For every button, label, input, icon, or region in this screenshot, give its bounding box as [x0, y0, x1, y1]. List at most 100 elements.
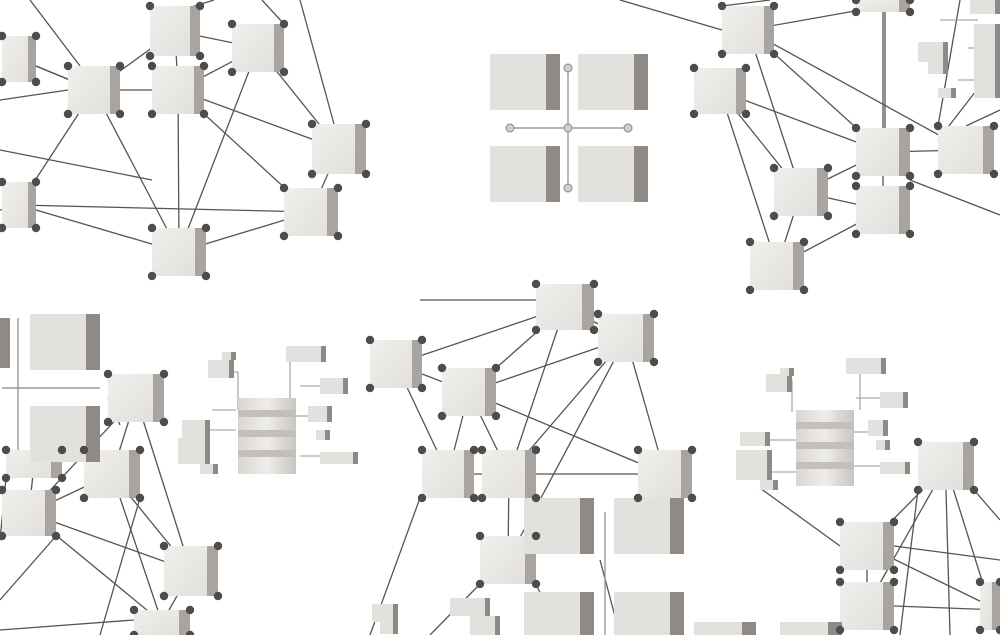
panel-tile-icon — [524, 592, 594, 635]
cube-node-icon — [694, 68, 746, 114]
tile-face — [938, 88, 956, 98]
small-tile-icon — [372, 604, 398, 622]
tile-side — [393, 604, 398, 622]
corner-dot-icon — [687, 445, 697, 455]
node-face — [150, 6, 190, 56]
cube-node-icon — [150, 6, 200, 56]
corner-dot-icon — [147, 61, 157, 71]
corner-dot-icon — [79, 493, 89, 503]
corner-dot-icon — [475, 531, 485, 541]
edge-line — [747, 29, 967, 151]
panel-side — [546, 54, 560, 110]
corner-dot-icon — [199, 61, 209, 71]
small-tile-icon — [880, 392, 908, 408]
junction-dot-icon — [505, 123, 515, 133]
corner-dot-icon — [333, 231, 343, 241]
corner-dot-icon — [649, 309, 659, 319]
corner-dot-icon — [687, 493, 697, 503]
node-face — [370, 340, 412, 388]
edge-line — [0, 149, 153, 181]
tile-side — [321, 346, 326, 362]
edge-line — [93, 89, 180, 253]
node-face — [918, 442, 963, 490]
corner-dot-icon — [307, 119, 317, 129]
node-side — [525, 450, 536, 498]
corner-dot-icon — [717, 49, 727, 59]
corner-dot-icon — [835, 625, 845, 635]
node-face — [164, 546, 207, 596]
small-tile-icon — [766, 374, 792, 392]
corner-dot-icon — [799, 285, 809, 295]
corner-dot-icon — [417, 383, 427, 393]
cube-node-icon — [722, 6, 774, 54]
edge-line — [299, 0, 335, 125]
corner-dot-icon — [135, 493, 145, 503]
small-tile-icon — [182, 420, 210, 438]
corner-dot-icon — [115, 109, 125, 119]
corner-dot-icon — [129, 630, 139, 635]
tile-face — [222, 352, 236, 360]
corner-dot-icon — [989, 121, 999, 131]
tile-side — [943, 42, 948, 62]
cube-node-icon — [482, 450, 536, 498]
tile-face — [308, 406, 332, 422]
small-tile-icon — [736, 450, 772, 480]
corner-dot-icon — [199, 109, 209, 119]
small-tile-icon — [308, 406, 332, 422]
corner-dot-icon — [0, 31, 7, 41]
corner-dot-icon — [717, 1, 727, 11]
tile-side — [485, 598, 490, 616]
cube-node-icon — [442, 368, 496, 416]
corner-dot-icon — [799, 237, 809, 247]
edge-line — [261, 0, 285, 25]
node-face — [232, 24, 274, 72]
cube-node-icon — [284, 188, 338, 236]
cube-node-icon — [598, 314, 654, 362]
corner-dot-icon — [835, 565, 845, 575]
cube-node-icon — [840, 522, 894, 570]
node-side — [817, 168, 828, 216]
database-cylinder-icon — [238, 398, 296, 474]
corner-dot-icon — [31, 223, 41, 233]
corner-dot-icon — [185, 630, 195, 635]
tile-side — [325, 430, 330, 440]
corner-dot-icon — [279, 231, 289, 241]
panel-side — [546, 146, 560, 202]
cube-node-icon — [938, 126, 994, 174]
tile-face — [880, 392, 908, 408]
panel-side — [580, 498, 594, 554]
tile-side — [213, 464, 218, 474]
corner-dot-icon — [905, 0, 915, 5]
cube-node-icon — [134, 610, 190, 635]
node-face — [108, 374, 153, 422]
corner-dot-icon — [593, 309, 603, 319]
small-tile-icon — [970, 0, 1000, 14]
small-tile-icon — [880, 462, 910, 474]
junction-dot-icon — [623, 123, 633, 133]
panel-face — [780, 622, 842, 635]
corner-dot-icon — [491, 411, 501, 421]
tile-face — [470, 616, 500, 635]
cube-node-icon — [638, 450, 692, 498]
edge-line — [29, 0, 81, 67]
tile-face — [450, 598, 490, 616]
cube-node-icon — [856, 0, 910, 12]
node-side — [28, 182, 36, 228]
node-side — [412, 340, 422, 388]
node-side — [963, 442, 974, 490]
node-side — [582, 284, 594, 330]
node-side — [793, 242, 804, 290]
node-face — [2, 490, 45, 536]
corner-dot-icon — [103, 417, 113, 427]
corner-dot-icon — [307, 169, 317, 179]
node-side — [194, 66, 204, 114]
corner-dot-icon — [851, 123, 861, 133]
tile-side — [789, 368, 794, 376]
small-tile-icon — [974, 24, 1000, 98]
corner-dot-icon — [989, 169, 999, 179]
corner-dot-icon — [913, 437, 923, 447]
tile-side — [943, 60, 948, 74]
corner-dot-icon — [0, 531, 7, 541]
corner-dot-icon — [745, 285, 755, 295]
